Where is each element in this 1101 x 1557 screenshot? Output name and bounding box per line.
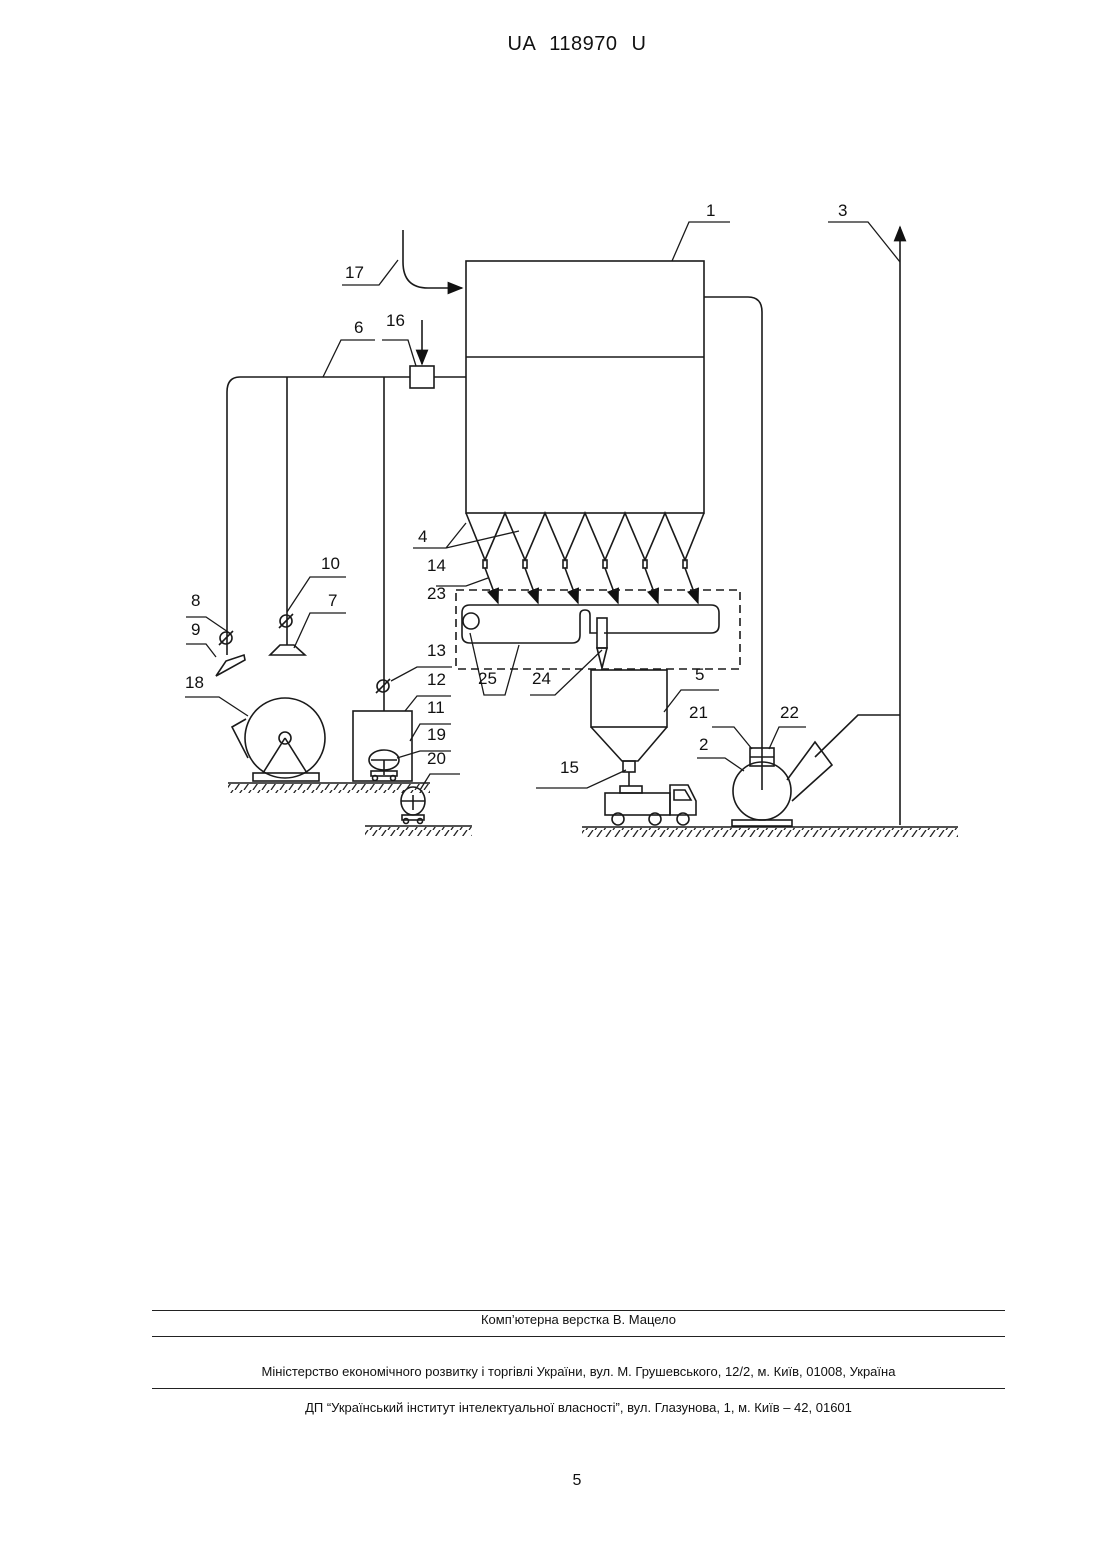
drive-23 (463, 613, 479, 629)
technical-drawing: 1 3 17 6 16 4 14 10 23 8 7 9 13 25 24 5 … (0, 0, 1101, 900)
footer-layout-credit: Комп’ютерна верстка В. Мацело (152, 1312, 1005, 1327)
truck-tank (605, 793, 670, 815)
label-20: 20 (427, 749, 446, 768)
hopper-chutes (485, 568, 698, 603)
label-1: 1 (706, 201, 715, 220)
hopper-outlets (483, 560, 687, 568)
screw-conveyor-25 (462, 605, 719, 643)
label-25: 25 (478, 669, 497, 688)
clean-gas-duct (704, 297, 762, 790)
label-5: 5 (695, 665, 704, 684)
silo (591, 670, 667, 727)
label-24: 24 (532, 669, 551, 688)
label-12: 12 (427, 670, 446, 689)
label-2: 2 (699, 735, 708, 754)
fan-outlet-duct (815, 715, 900, 757)
filter-hoppers (466, 513, 704, 560)
label-19: 19 (427, 725, 446, 744)
valve-unit (410, 366, 434, 388)
footer-rule-bottom (152, 1388, 1005, 1389)
label-9: 9 (191, 620, 200, 639)
air-manifold (227, 377, 466, 655)
label-10: 10 (321, 554, 340, 573)
footer-rule-middle (152, 1336, 1005, 1337)
label-16: 16 (386, 311, 405, 330)
label-22: 22 (780, 703, 799, 722)
label-8: 8 (191, 591, 200, 610)
label-6: 6 (354, 318, 363, 337)
label-13: 13 (427, 641, 446, 660)
footer-ministry: Міністерство економічного розвитку і тор… (152, 1364, 1005, 1379)
inlet-duct (403, 230, 462, 288)
nozzle-9 (216, 655, 245, 676)
footer-institute: ДП “Український інститут інтелектуальної… (152, 1400, 1005, 1415)
label-14: 14 (427, 556, 446, 575)
footer-rule-top (152, 1310, 1005, 1311)
fan-diffuser (787, 742, 832, 801)
label-4: 4 (418, 527, 427, 546)
label-3: 3 (838, 201, 847, 220)
filter-housing (466, 261, 704, 513)
label-17: 17 (345, 263, 364, 282)
label-21: 21 (689, 703, 708, 722)
label-18: 18 (185, 673, 204, 692)
label-15: 15 (560, 758, 579, 777)
nozzle-7 (270, 645, 305, 655)
label-23: 23 (427, 584, 446, 603)
label-7: 7 (328, 591, 337, 610)
ground (228, 783, 958, 837)
page-number: 5 (0, 1472, 1101, 1490)
label-11: 11 (427, 698, 445, 717)
